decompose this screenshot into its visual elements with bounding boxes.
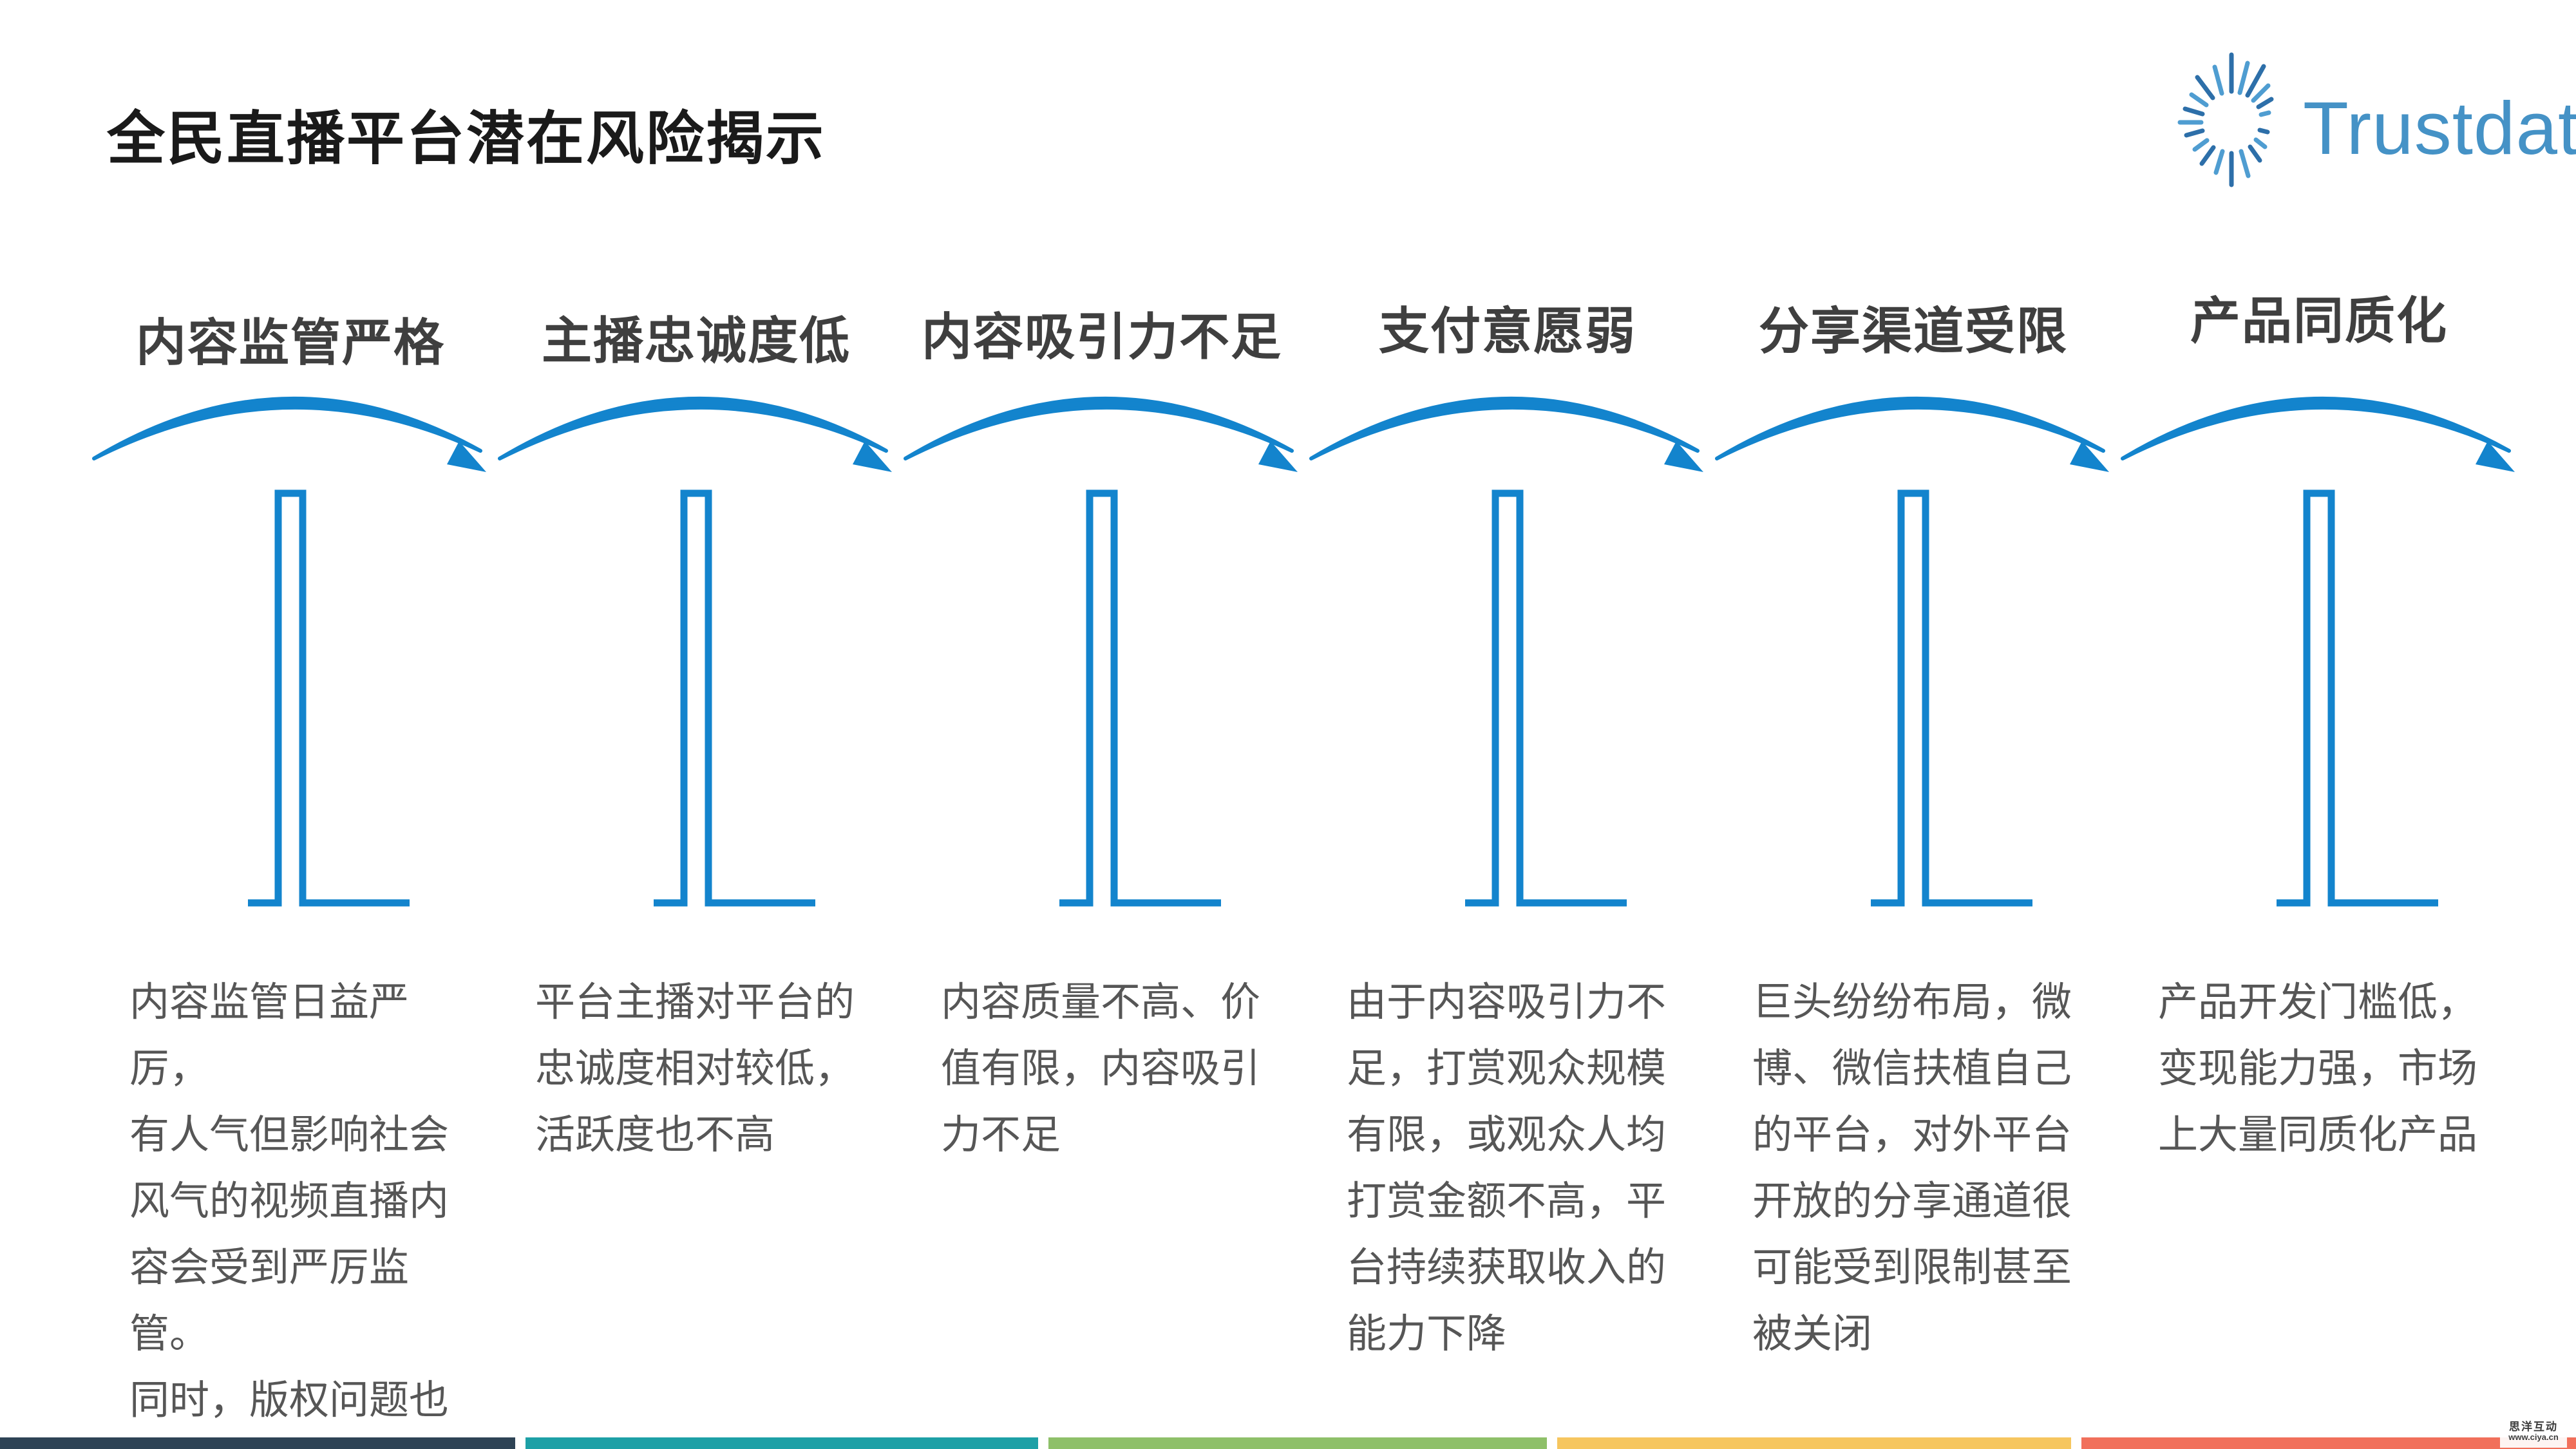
risk-heading-1: 内容监管严格 (135, 314, 445, 371)
watermark-line2: www.ciya.cn (2508, 1432, 2559, 1442)
risk-description-2: 平台主播对平台的 忠诚度相对较低， 活跃度也不高 (535, 980, 855, 1157)
footer-bar-segment-5 (2081, 1437, 2576, 1449)
risk-heading-2: 主播忠诚度低 (541, 312, 851, 369)
risk-description-3: 内容质量不高、价 值有限，内容吸引 力不足 (941, 980, 1261, 1157)
trustdata-logo: Trustdata (2151, 35, 2576, 209)
risk-description-1: 内容监管日益严厉， 有人气但影响社会 风气的视频直播内 容会受到严厉监管。 同时… (129, 980, 450, 1449)
footer-bar-segment-4 (1557, 1437, 2071, 1449)
watermark-line1: 思洋互动 (2509, 1421, 2558, 1433)
risk-heading-5: 分享渠道受限 (1758, 303, 2068, 359)
footer-bar-segment-2 (526, 1437, 1038, 1449)
risk-heading-6: 产品同质化 (2190, 292, 2448, 349)
risk-heading-4: 支付意愿弱 (1378, 303, 1636, 359)
brand-name: Trustdata (2303, 86, 2576, 170)
risk-description-4: 由于内容吸引力不 足，打赏观众规模 有限，或观众人均 打赏金额不高，平 台持续获… (1347, 980, 1667, 1356)
footer-bar-segment-3 (1048, 1437, 1547, 1449)
risk-description-6: 产品开发门槛低， 变现能力强，市场 上大量同质化产品 (2158, 980, 2478, 1157)
page-title: 全民直播平台潜在风险揭示 (107, 107, 826, 171)
risk-heading-3: 内容吸引力不足 (921, 308, 1282, 365)
risk-description-5: 巨头纷纷布局，微 博、微信扶植自己 的平台，对外平台 开放的分享通道很 可能受到… (1752, 980, 2072, 1356)
footer-bar-segment-1 (0, 1437, 515, 1449)
watermark: 思洋互动 www.ciya.cn (2500, 1421, 2567, 1448)
starburst-icon (2177, 52, 2274, 187)
